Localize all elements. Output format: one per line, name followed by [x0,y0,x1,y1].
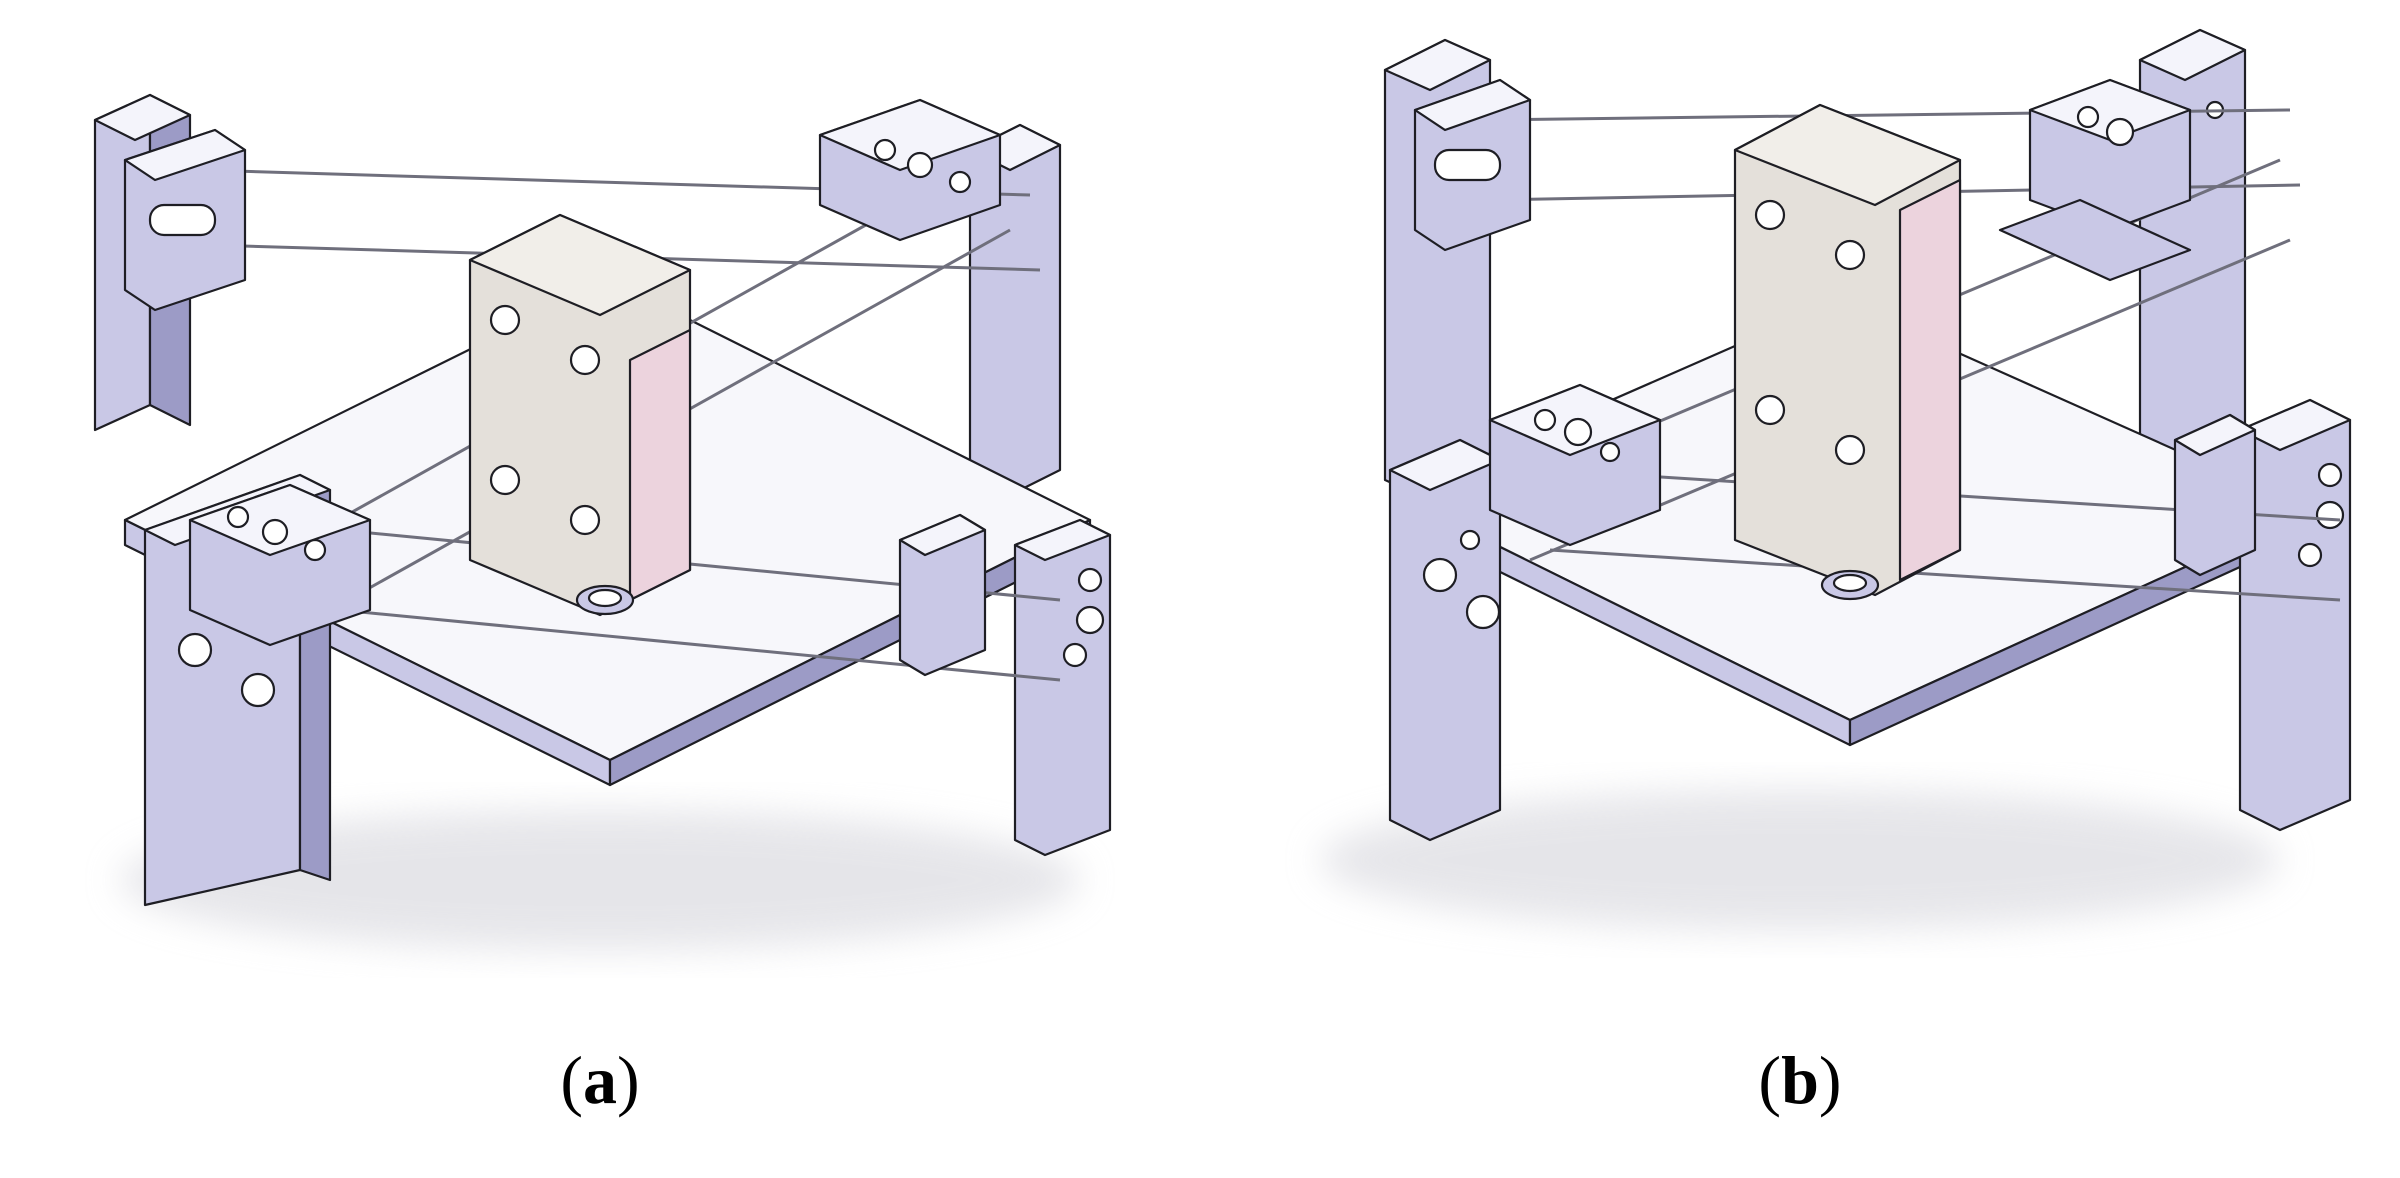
panel-a: (a) [93,93,1112,1118]
caption-b: (b) [1758,1042,1842,1118]
ground-shadow [120,810,1080,950]
panel-b: (b) [1200,0,2400,1178]
caption-a: (a) [560,1042,640,1118]
hole [177,632,213,668]
specimen-block-pink [1898,178,1962,582]
ground-shadow [1320,790,2280,930]
specimen-block-pink [628,328,692,602]
fixture-drawing-b [1320,28,2352,930]
fixture-drawing-a [93,93,1112,950]
front-left-upright [1388,438,1502,842]
